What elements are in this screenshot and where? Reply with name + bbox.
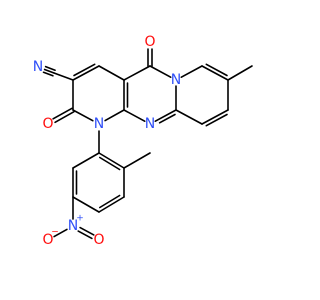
atom-N-nitro: N xyxy=(68,218,78,234)
bond-C9-C10 xyxy=(201,109,229,125)
bond-C7-C8 xyxy=(201,65,229,81)
bond-C5-N6 xyxy=(149,65,172,78)
bond-C4-C4a xyxy=(98,65,125,81)
bond-N6-C7 xyxy=(180,65,203,78)
atom-O-left: O xyxy=(42,116,53,132)
bond-Nn-Cn-t2 xyxy=(44,65,56,71)
bond-A3-A4 xyxy=(98,196,125,213)
bond-A2-MeA xyxy=(123,152,151,169)
bond-C2-O2-double xyxy=(54,110,75,124)
bond-C9-C10-double xyxy=(205,113,228,127)
atom-N-ring-mid: N xyxy=(145,116,155,132)
bond-C11a-N12 xyxy=(154,109,177,122)
bond-lines xyxy=(42,48,253,240)
bond-C2-O2 xyxy=(52,107,73,120)
bond-A1-A2 xyxy=(98,152,125,169)
bond-C4a-C5 xyxy=(123,65,151,81)
bond-C3-C4-double xyxy=(73,63,96,77)
charge-O-nitro-bottom: − xyxy=(51,228,59,238)
bond-N1-C2 xyxy=(72,109,94,122)
atom-O-nitro-right: O xyxy=(93,232,104,248)
bond-C7-C8-double xyxy=(205,63,228,77)
bond-C3-C4 xyxy=(72,65,100,81)
atom-N-ring-top: N xyxy=(171,72,181,88)
atom-N-ring-left: N xyxy=(94,116,104,132)
bond-C11a-N12-double xyxy=(158,113,176,124)
bond-A1-A2-double xyxy=(99,156,121,171)
bond-Nno-Ob xyxy=(53,228,68,238)
bond-C8-Me8 xyxy=(227,65,253,81)
bond-N12-C8a xyxy=(123,109,146,122)
atom-O-nitro-bottom: O xyxy=(42,232,53,248)
bond-A3-A4-double xyxy=(99,194,121,209)
atom-O-top: O xyxy=(144,34,155,50)
atom-N-nitrile: N xyxy=(33,59,43,75)
bond-A4-A5 xyxy=(72,196,100,213)
bond-C8a-N1 xyxy=(104,109,125,122)
bond-Cn-C3 xyxy=(53,72,74,81)
bond-C10-C11a xyxy=(175,109,203,125)
bond-A6-A1 xyxy=(72,152,100,169)
bond-Nno-Oa xyxy=(77,230,93,240)
charge-N-nitro: + xyxy=(76,214,84,224)
bond-Nn-Cn-t1 xyxy=(42,71,54,77)
bond-Nn-Cn xyxy=(43,68,55,74)
bond-Nno-Oa-double xyxy=(79,226,95,236)
